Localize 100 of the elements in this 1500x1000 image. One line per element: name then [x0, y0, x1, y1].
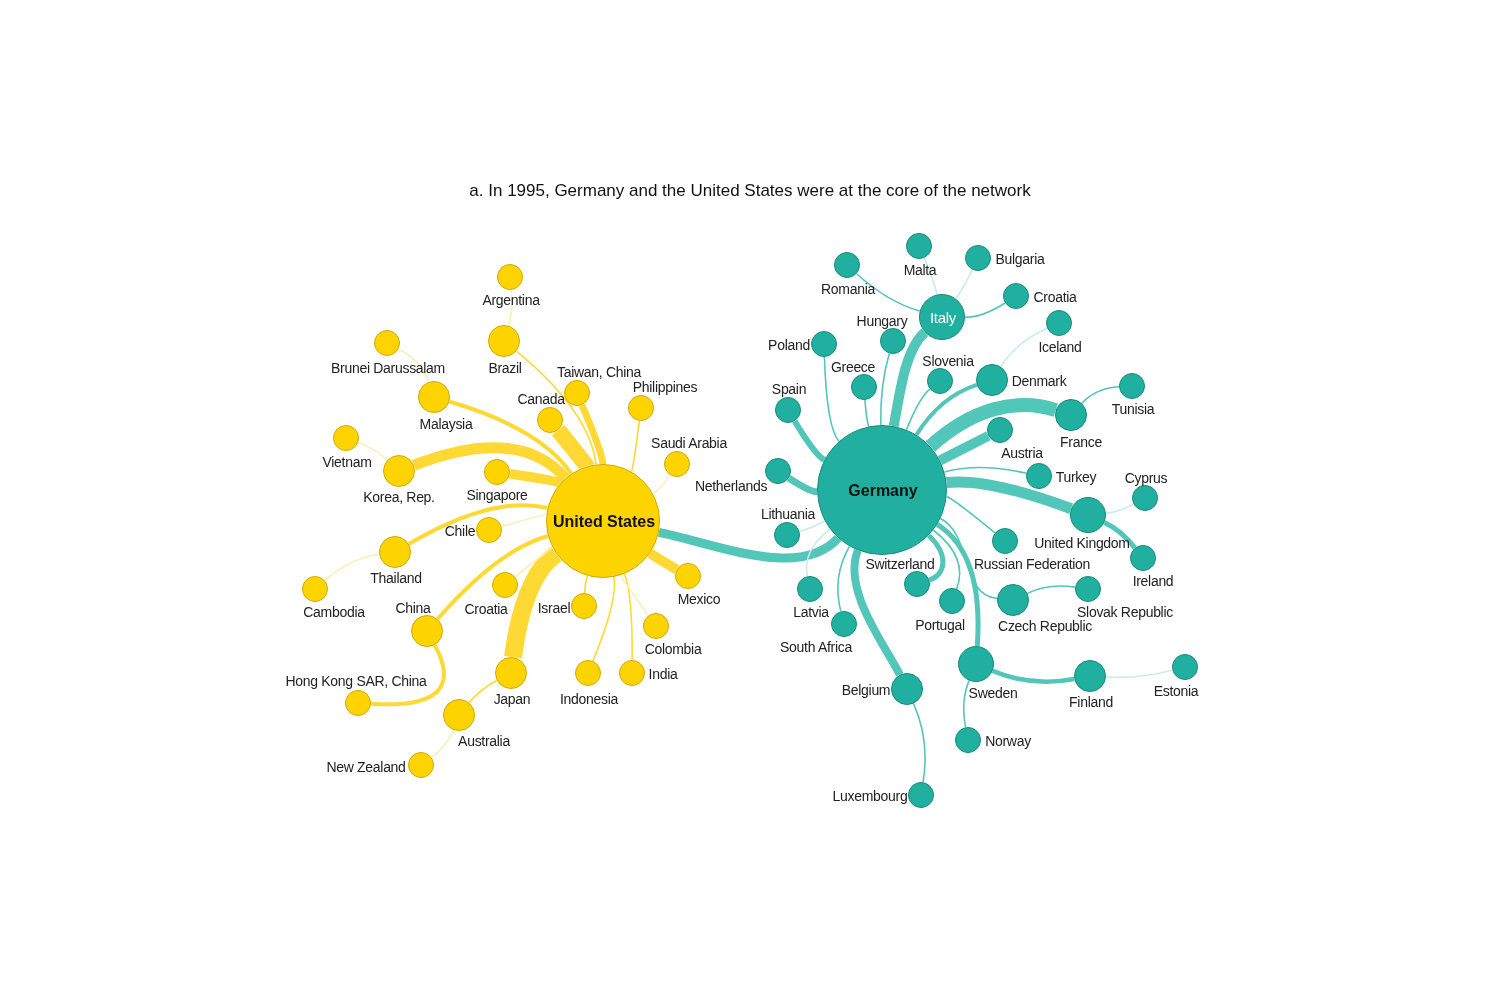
- country-label: Belgium: [841, 682, 891, 698]
- country-label: France: [1060, 434, 1102, 450]
- country-label: Saudi Arabia: [651, 435, 727, 451]
- thick-link: [657, 528, 842, 563]
- country-label: Tunisia: [1111, 401, 1155, 417]
- country-label: Spain: [771, 381, 807, 397]
- thick-link: [436, 534, 549, 621]
- country-label: Malta: [903, 262, 937, 278]
- link-line: [912, 702, 926, 783]
- thick-link: [926, 533, 946, 583]
- country-label: Hong Kong SAR, China: [285, 673, 427, 689]
- country-label: Russian Federation: [974, 556, 1090, 572]
- country-label: Switzerland: [865, 556, 935, 572]
- country-label: Latvia: [793, 604, 829, 620]
- link-line: [1081, 386, 1120, 405]
- link-line: [514, 546, 554, 578]
- thick-link: [991, 668, 1075, 684]
- link-line: [323, 553, 380, 582]
- link-line: [962, 679, 970, 729]
- thick-link: [578, 403, 607, 465]
- link-line: [630, 420, 641, 473]
- country-label: Slovenia: [922, 353, 974, 369]
- link-line: [837, 545, 851, 613]
- country-label: Colombia: [644, 641, 702, 657]
- country-label: Cambodia: [303, 604, 365, 620]
- link-line: [507, 289, 513, 327]
- link-line: [932, 529, 961, 590]
- thick-link: [914, 383, 978, 436]
- hub-node: [817, 425, 947, 555]
- link-line: [592, 576, 616, 662]
- link-line: [619, 574, 650, 617]
- country-label: Greece: [830, 359, 876, 375]
- country-label: United States: [552, 514, 656, 530]
- country-label: Estonia: [1153, 683, 1199, 699]
- country-label: South Africa: [780, 639, 852, 655]
- thick-link: [412, 442, 570, 482]
- country-label: Australia: [458, 733, 510, 749]
- thick-link: [786, 475, 818, 496]
- country-label: Finland: [1069, 694, 1113, 710]
- link-line: [515, 350, 597, 466]
- thick-link: [551, 425, 594, 471]
- link-line: [500, 513, 548, 528]
- link-line: [430, 729, 455, 759]
- country-label: Cyprus: [1124, 470, 1168, 486]
- link-line: [1105, 669, 1174, 679]
- country-label: Czech Republic: [998, 618, 1092, 634]
- country-label: Taiwan, China: [557, 364, 641, 380]
- thick-link: [509, 468, 563, 488]
- link-line: [864, 399, 870, 428]
- chart-title: a. In 1995, Germany and the United States were at the core of the network: [469, 181, 1031, 201]
- country-label: India: [648, 666, 678, 682]
- link-line: [879, 352, 891, 426]
- link-line: [823, 356, 840, 443]
- country-label: Japan: [493, 691, 531, 707]
- thick-link: [946, 476, 1073, 514]
- country-label: Poland: [768, 337, 810, 353]
- link-line: [1105, 503, 1135, 515]
- thick-link: [1103, 520, 1137, 550]
- thick-link: [925, 398, 1058, 452]
- link-line: [357, 441, 389, 461]
- country-label: Brazil: [488, 360, 522, 376]
- country-label: Indonesia: [560, 691, 618, 707]
- country-label: Canada: [517, 391, 565, 407]
- hub-node: [546, 464, 660, 578]
- thick-link: [448, 399, 573, 475]
- country-label: Israel: [537, 600, 571, 616]
- link-line: [468, 679, 498, 704]
- country-label: Bulgaria: [995, 251, 1045, 267]
- country-label: Vietnam: [322, 454, 372, 470]
- country-label: Slovak Republic: [1077, 604, 1173, 620]
- country-label: Austria: [1001, 445, 1043, 461]
- link-line: [805, 528, 831, 578]
- link-line: [905, 388, 931, 431]
- thick-link: [937, 431, 991, 465]
- link-line: [1026, 585, 1076, 595]
- link-line: [943, 466, 1028, 474]
- country-label: Argentina: [482, 292, 540, 308]
- country-label: Korea, Rep.: [363, 489, 435, 505]
- link-line: [923, 257, 938, 296]
- country-label: Portugal: [915, 617, 965, 633]
- thick-link: [888, 328, 929, 427]
- country-label: Chile: [444, 523, 476, 539]
- link-line: [999, 327, 1048, 368]
- hub-node: [919, 294, 965, 340]
- link-line: [939, 517, 998, 600]
- country-label: Philippines: [632, 379, 698, 395]
- country-label: Singapore: [466, 487, 528, 503]
- country-label: Luxembourg: [832, 788, 908, 804]
- country-label: Croatia: [464, 601, 508, 617]
- country-label: New Zealand: [326, 759, 406, 775]
- country-label: Netherlands: [694, 478, 768, 494]
- thick-link: [850, 549, 904, 677]
- country-label: United Kingdom: [1034, 535, 1130, 551]
- country-label: Denmark: [1011, 373, 1067, 389]
- link-line: [955, 268, 974, 300]
- thick-link: [647, 549, 680, 574]
- thick-link: [792, 419, 827, 463]
- country-label: Norway: [985, 733, 1031, 749]
- country-label: Mexico: [677, 591, 721, 607]
- thick-link: [504, 546, 562, 659]
